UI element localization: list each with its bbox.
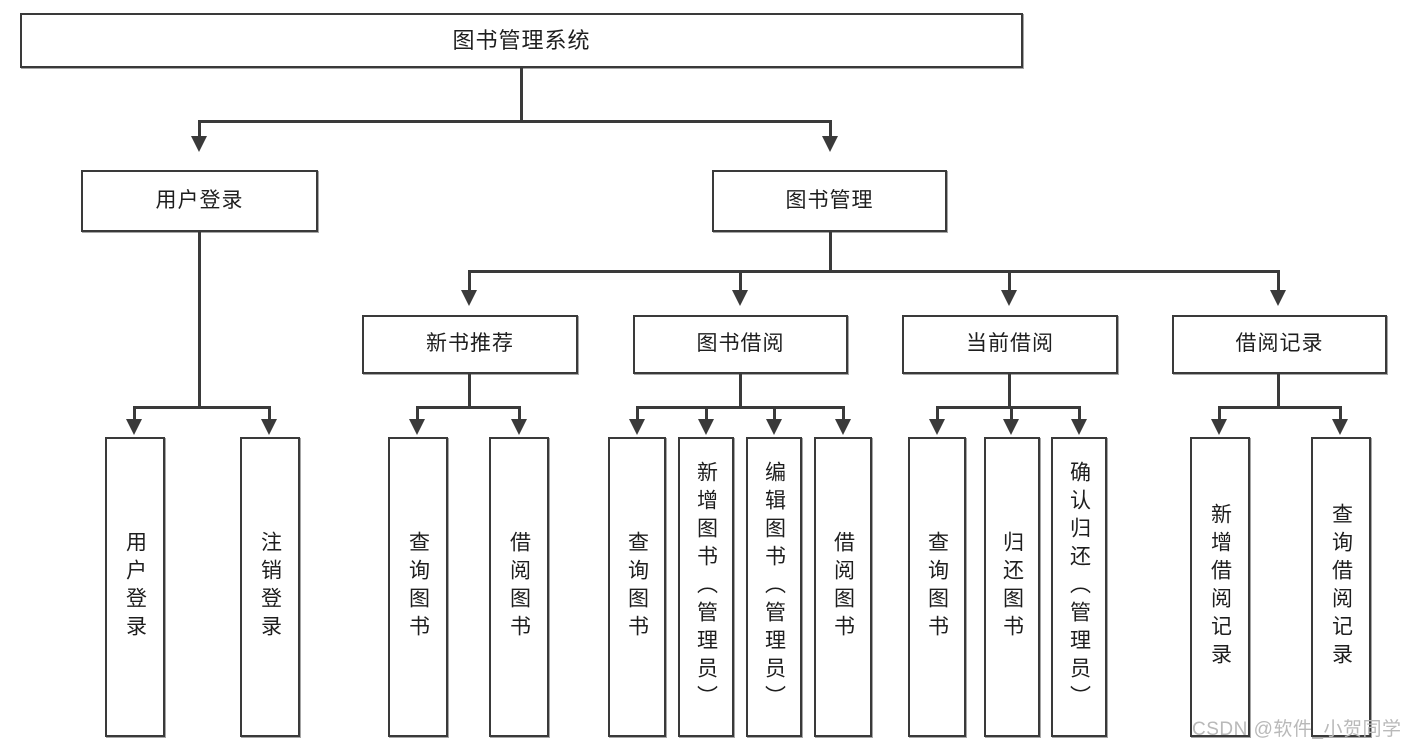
leaf-query-book-current[interactable]: 查询图书 — [908, 437, 966, 737]
connector-borrow-record-drop-2 — [1339, 406, 1342, 421]
connector-book-borrow-bus — [636, 406, 845, 409]
connector-new-book-drop-2 — [518, 406, 521, 421]
leaf-edit-book[interactable]: 编辑图书（管理员） — [746, 437, 802, 737]
leaf-query-borrow-record[interactable]: 查询借阅记录 — [1311, 437, 1371, 737]
node-label: 注销登录 — [258, 531, 282, 643]
node-root-system[interactable]: 图书管理系统 — [20, 13, 1023, 68]
connector-book-mgmt-bus — [468, 270, 1280, 273]
arrowhead-leaf-query-book-2 — [629, 419, 645, 435]
connector-user-login-drop-1 — [133, 406, 136, 421]
arrowhead-leaf-return-book — [1003, 419, 1019, 435]
connector-current-borrow-drop-3 — [1078, 406, 1081, 421]
connector-book-borrow-stem — [739, 374, 742, 408]
node-label: 借阅图书 — [831, 531, 855, 643]
node-book-borrow[interactable]: 图书借阅 — [633, 315, 848, 374]
connector-book-borrow-drop-4 — [842, 406, 845, 421]
leaf-borrow-book[interactable]: 借阅图书 — [814, 437, 872, 737]
connector-root-to-book-mgmt — [829, 120, 832, 138]
node-label: 查询图书 — [406, 531, 430, 643]
node-label: 当前借阅 — [966, 332, 1054, 356]
node-label: 借阅记录 — [1235, 332, 1324, 356]
leaf-borrow-book-recommend[interactable]: 借阅图书 — [489, 437, 549, 737]
node-label: 确认归还（管理员） — [1067, 461, 1091, 713]
connector-borrow-record-drop-1 — [1218, 406, 1221, 421]
connector-current-borrow-drop-2 — [1010, 406, 1013, 421]
node-label: 查询借阅记录 — [1329, 503, 1353, 671]
arrowhead-user-login — [191, 136, 207, 152]
connector-book-mgmt-stem — [829, 232, 832, 272]
node-label: 借阅图书 — [507, 531, 531, 643]
connector-current-borrow-stem — [1008, 374, 1011, 408]
arrowhead-leaf-logout — [261, 419, 277, 435]
node-user-login[interactable]: 用户登录 — [81, 170, 318, 232]
node-new-book-recommend[interactable]: 新书推荐 — [362, 315, 578, 374]
leaf-query-book-borrow[interactable]: 查询图书 — [608, 437, 666, 737]
node-label: 图书管理 — [785, 188, 874, 212]
node-label: 新增图书（管理员） — [694, 461, 718, 713]
connector-borrow-record-stem — [1277, 374, 1280, 408]
node-label: 查询图书 — [625, 531, 649, 643]
node-current-borrow[interactable]: 当前借阅 — [902, 315, 1118, 374]
connector-root-bus — [198, 120, 832, 123]
connector-current-borrow-bus — [936, 406, 1081, 409]
arrowhead-leaf-add-book — [698, 419, 714, 435]
arrowhead-new-book-recommend — [461, 290, 477, 306]
node-label: 图书借阅 — [696, 332, 785, 356]
connector-to-book-borrow — [739, 270, 742, 292]
node-label: 图书管理系统 — [452, 27, 591, 53]
arrowhead-leaf-add-record — [1211, 419, 1227, 435]
connector-current-borrow-drop-1 — [936, 406, 939, 421]
node-label: 用户登录 — [123, 531, 147, 643]
connector-book-borrow-drop-1 — [636, 406, 639, 421]
leaf-user-login[interactable]: 用户登录 — [105, 437, 165, 737]
arrowhead-book-mgmt — [822, 136, 838, 152]
leaf-add-borrow-record[interactable]: 新增借阅记录 — [1190, 437, 1250, 737]
arrowhead-current-borrow — [1001, 290, 1017, 306]
node-label: 新书推荐 — [426, 332, 514, 356]
arrowhead-leaf-edit-book — [766, 419, 782, 435]
connector-root-to-user-login — [198, 120, 201, 138]
connector-to-borrow-record — [1277, 270, 1280, 292]
arrowhead-leaf-user-login — [126, 419, 142, 435]
connector-new-book-stem — [468, 374, 471, 408]
leaf-logout[interactable]: 注销登录 — [240, 437, 300, 737]
connector-root-stem — [520, 68, 523, 122]
connector-borrow-record-bus — [1218, 406, 1342, 409]
node-borrow-record[interactable]: 借阅记录 — [1172, 315, 1387, 374]
connector-to-current-borrow — [1008, 270, 1011, 292]
leaf-add-book[interactable]: 新增图书（管理员） — [678, 437, 734, 737]
node-label: 编辑图书（管理员） — [762, 461, 786, 713]
arrowhead-leaf-confirm-return — [1071, 419, 1087, 435]
node-book-management[interactable]: 图书管理 — [712, 170, 947, 232]
connector-user-login-drop-2 — [268, 406, 271, 421]
connector-book-borrow-drop-3 — [773, 406, 776, 421]
leaf-query-book-recommend[interactable]: 查询图书 — [388, 437, 448, 737]
connector-to-new-book — [468, 270, 471, 292]
arrowhead-leaf-borrow-book-2 — [835, 419, 851, 435]
arrowhead-book-borrow — [732, 290, 748, 306]
connector-user-login-bus — [133, 406, 268, 409]
connector-new-book-drop-1 — [416, 406, 419, 421]
connector-new-book-bus — [416, 406, 521, 409]
watermark-text: CSDN @软件_小贺同学 — [1192, 719, 1402, 740]
arrowhead-leaf-query-book-1 — [409, 419, 425, 435]
node-label: 用户登录 — [155, 188, 244, 212]
leaf-confirm-return[interactable]: 确认归还（管理员） — [1051, 437, 1107, 737]
connector-user-login-stem — [198, 232, 201, 408]
arrowhead-leaf-query-record — [1332, 419, 1348, 435]
arrowhead-leaf-borrow-book-1 — [511, 419, 527, 435]
node-label: 查询图书 — [925, 531, 949, 643]
connector-book-borrow-drop-2 — [705, 406, 708, 421]
arrowhead-leaf-query-book-3 — [929, 419, 945, 435]
arrowhead-borrow-record — [1270, 290, 1286, 306]
node-label: 新增借阅记录 — [1208, 503, 1232, 671]
leaf-return-book[interactable]: 归还图书 — [984, 437, 1040, 737]
node-label: 归还图书 — [1000, 531, 1024, 643]
